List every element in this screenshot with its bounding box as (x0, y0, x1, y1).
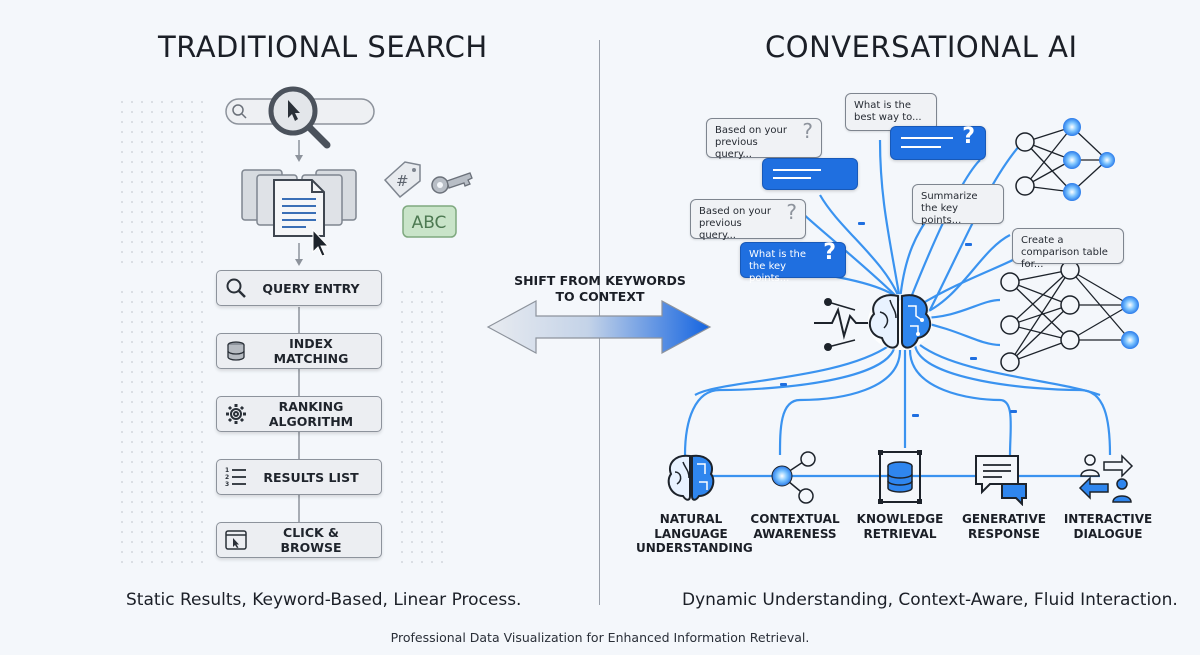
key-icon (431, 172, 473, 194)
right-title: CONVERSATIONAL AI (765, 30, 1078, 64)
feature-label-line: RESPONSE (968, 526, 1040, 541)
question-mark-icon: ? (802, 119, 813, 143)
search-icon (217, 277, 255, 299)
feature-contextual-awareness: CONTEXTUAL AWARENESS (740, 512, 850, 541)
browser-cursor-icon (217, 529, 255, 551)
feature-label-line: RETRIEVAL (863, 526, 937, 541)
hash-symbol: # (396, 172, 409, 190)
chat-response-icon (975, 455, 1027, 506)
feature-label-line: NATURAL (659, 512, 723, 526)
text-line-icon (773, 177, 811, 179)
feature-label-line: KNOWLEDGE (856, 512, 944, 526)
feature-knowledge-retrieval: KNOWLEDGE RETRIEVAL (845, 512, 955, 541)
footer-text: Professional Data Visualization for Enha… (390, 630, 810, 645)
feature-label-line: CONTEXTUAL (750, 512, 840, 526)
left-caption: Static Results, Keyword-Based, Linear Pr… (126, 590, 522, 610)
traditional-search-illustration: # ABC (225, 86, 473, 522)
svg-text:3: 3 (225, 481, 229, 488)
flow-arrow-1 (295, 140, 303, 162)
flow-arrow-2 (295, 243, 303, 266)
bubble-text: What is the the key points... (749, 249, 807, 284)
bubble-text: Based on your previous query... (699, 206, 771, 241)
question-mark-icon: ? (962, 124, 975, 149)
feature-label-line: INTERACTIVE (1063, 512, 1153, 526)
text-line-icon (901, 146, 941, 148)
database-feature-icon (878, 450, 922, 504)
waveform-icon (814, 298, 868, 351)
conversational-ai-network (683, 118, 1139, 478)
bubble-blue-typing (762, 158, 858, 190)
shift-label: SHIFT FROM KEYWORDS TO CONTEXT (500, 273, 700, 305)
bubble-what-is-best: What is the best way to... (845, 93, 937, 131)
hash-tag-icon (383, 161, 421, 199)
feature-label-line: UNDERSTANDING (636, 541, 753, 555)
bubble-what-is-key: What is the the key points... ? (740, 240, 846, 284)
right-caption: Dynamic Understanding, Context-Aware, Fl… (682, 590, 1178, 610)
step-label: CLICK & BROWSE (280, 525, 342, 555)
documents-icon (241, 169, 357, 257)
bubble-comparison: Create a comparison table for... (1012, 228, 1124, 270)
step-label: RANKING ALGORITHM (268, 399, 354, 429)
abc-label: ABC (412, 213, 447, 233)
step-ranking-algorithm: RANKING ALGORITHM (216, 396, 382, 432)
text-line-icon (901, 137, 953, 139)
dialogue-exchange-icon (1078, 454, 1134, 503)
step-query-entry: QUERY ENTRY (216, 270, 382, 306)
svg-text:2: 2 (225, 474, 229, 481)
database-icon (217, 340, 255, 362)
gear-icon (217, 403, 255, 425)
feature-label-line: AWARENESS (753, 526, 837, 541)
feature-label-line: LANGUAGE (654, 526, 728, 541)
bubble-text: Based on your previous query... (715, 125, 787, 160)
question-mark-icon: ? (786, 200, 797, 224)
step-label: INDEX MATCHING (273, 336, 349, 366)
neural-network-bottom (1000, 260, 1139, 372)
context-nodes-icon (771, 451, 816, 504)
brain-feature-icon (667, 454, 715, 501)
bubble-blue-question: ? (890, 126, 986, 160)
bubble-based-on-previous-2: Based on your previous query... ? (690, 199, 806, 241)
left-title: TRADITIONAL SEARCH (158, 30, 488, 64)
bubble-based-on-previous-1: Based on your previous query... ? (706, 118, 822, 160)
feature-natural-language-understanding: NATURAL LANGUAGE UNDERSTANDING (636, 512, 753, 556)
step-label: QUERY ENTRY (262, 280, 360, 296)
magnifier-icon (268, 86, 331, 149)
step-label: RESULTS LIST (263, 469, 359, 485)
shift-label-line2: TO CONTEXT (555, 289, 645, 304)
feature-generative-response: GENERATIVE RESPONSE (949, 512, 1059, 541)
svg-text:1: 1 (225, 467, 229, 474)
feature-label-line: DIALOGUE (1073, 526, 1143, 541)
shift-label-line1: SHIFT FROM KEYWORDS (514, 273, 686, 288)
feature-label-line: GENERATIVE (961, 512, 1047, 526)
neural-network-top (1015, 118, 1115, 201)
step-click-browse: CLICK & BROWSE (216, 522, 382, 558)
step-index-matching: INDEX MATCHING (216, 333, 382, 369)
bubble-summarize: Summarize the key points... (912, 184, 1004, 226)
question-mark-icon: ? (823, 240, 836, 265)
shift-arrow (486, 299, 712, 355)
feature-interactive-dialogue: INTERACTIVE DIALOGUE (1053, 512, 1163, 541)
abc-tag-icon (402, 205, 457, 238)
text-line-icon (773, 169, 821, 171)
brain-icon (868, 294, 932, 350)
